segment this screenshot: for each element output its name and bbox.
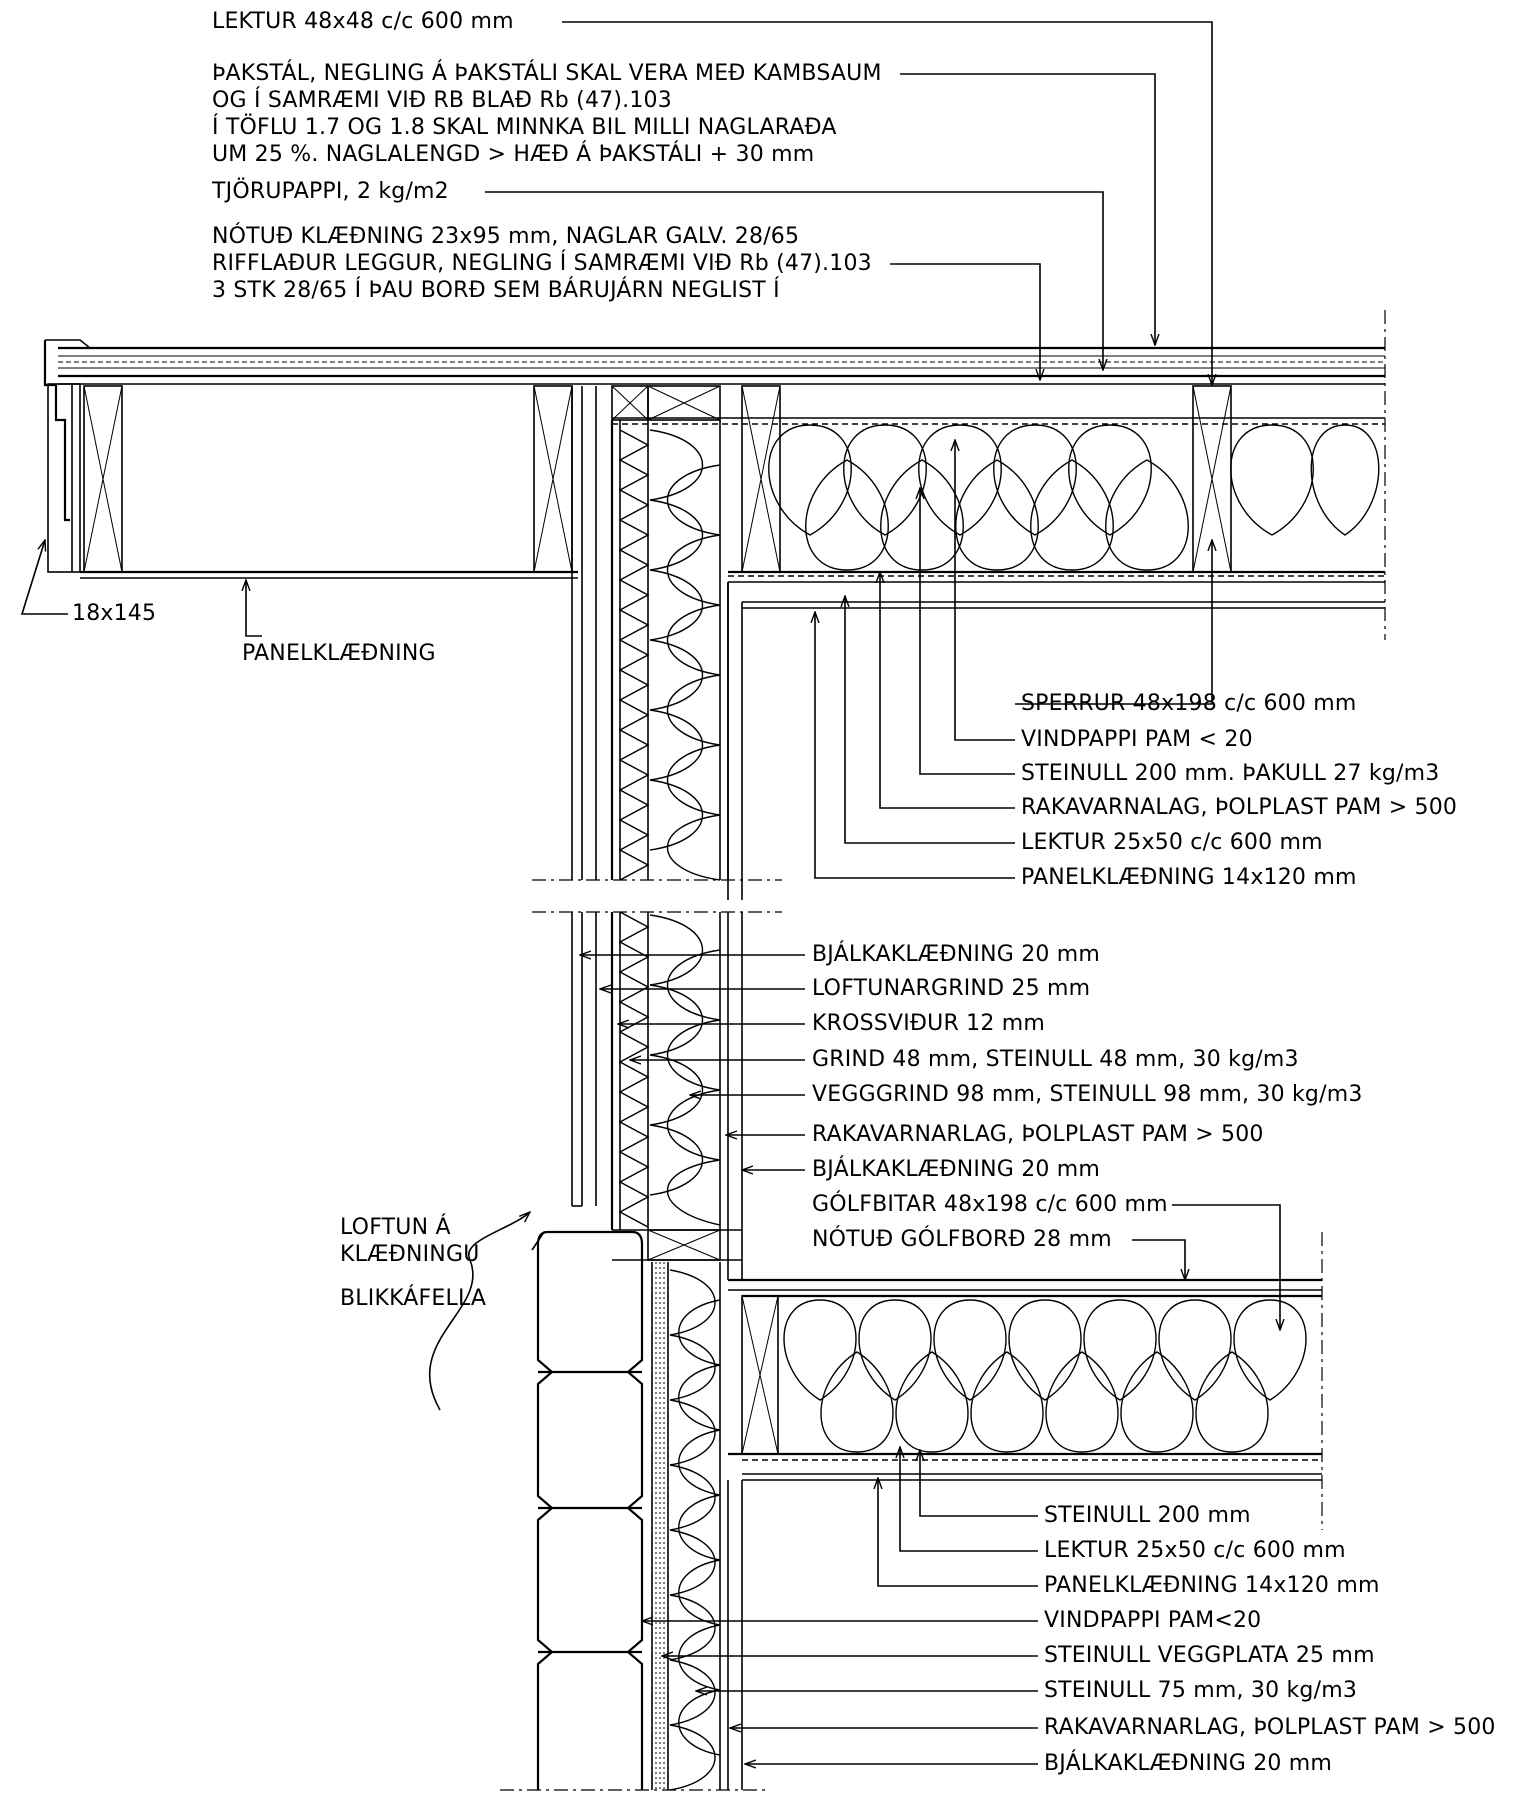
label-tjorupappi: TJÖRUPAPPI, 2 kg/m2	[211, 178, 449, 204]
floor-assembly	[728, 1232, 1323, 1530]
label-wall-7: BJÁLKAKLÆÐNING 20 mm	[812, 1156, 1100, 1182]
leader-golfbitar	[1172, 1204, 1280, 1330]
label-lektur-48x48: LEKTUR 48x48 c/c 600 mm	[212, 9, 514, 34]
roof-insulation	[768, 424, 1380, 571]
leader-base-2	[900, 1447, 1038, 1552]
leader-vindpappi	[955, 440, 1015, 741]
label-base-5: STEINULL VEGGPLATA 25 mm	[1044, 1643, 1375, 1668]
label-wall-6: RAKAVARNARLAG, ÞOLPLAST PAM > 500	[812, 1122, 1264, 1147]
wall-insulation-98	[649, 429, 721, 1226]
leader-base-1	[920, 1450, 1038, 1517]
leader-notud	[890, 263, 1040, 380]
label-base-2: LEKTUR 25x50 c/c 600 mm	[1044, 1538, 1346, 1563]
wall-assembly	[532, 386, 782, 1280]
label-loftun-1: LOFTUN Á	[340, 1214, 451, 1240]
label-golfbitar: GÓLFBITAR 48x198 c/c 600 mm	[812, 1191, 1168, 1217]
label-rakavarnalag: RAKAVARNALAG, ÞOLPLAST PAM > 500	[1021, 795, 1457, 820]
label-base-4: VINDPAPPI PAM<20	[1044, 1608, 1261, 1633]
leader-rakavarnalag	[880, 572, 1015, 809]
leader-steinull-200	[920, 488, 1015, 775]
label-base-6: STEINULL 75 mm, 30 kg/m3	[1044, 1678, 1357, 1703]
label-wall-4: GRIND 48 mm, STEINULL 48 mm, 30 kg/m3	[812, 1047, 1299, 1072]
label-base-3: PANELKLÆÐNING 14x120 mm	[1044, 1573, 1380, 1598]
leader-panel-eave	[246, 580, 262, 637]
label-fascia-18x145: 18x145	[72, 601, 156, 626]
label-notud-golfbord: NÓTUÐ GÓLFBORÐ 28 mm	[812, 1226, 1112, 1252]
label-steinull-200: STEINULL 200 mm. ÞAKULL 27 kg/m3	[1021, 761, 1439, 786]
roof-assembly	[43, 310, 1386, 900]
wall-callouts: BJÁLKAKLÆÐNING 20 mm LOFTUNARGRIND 25 mm…	[812, 941, 1363, 1252]
leader-sperrur	[1015, 540, 1212, 705]
label-panel-eave: PANELKLÆÐNING	[242, 641, 436, 666]
leader-lektur-25	[845, 596, 1015, 844]
floor-insulation	[783, 1299, 1307, 1453]
label-blikkafella: BLIKKÁFELLA	[340, 1285, 486, 1311]
label-thakstal-2: OG Í SAMRÆMI VIÐ RB BLAÐ Rb (47).103	[212, 87, 672, 113]
label-notud-3: 3 STK 28/65 Í ÞAU BORÐ SEM BÁRUJÁRN NEGL…	[212, 277, 780, 303]
label-wall-2: LOFTUNARGRIND 25 mm	[812, 976, 1090, 1001]
label-panel-14x120: PANELKLÆÐNING 14x120 mm	[1021, 865, 1357, 890]
leader-lines	[20, 21, 1280, 1764]
leader-thakstal	[900, 73, 1155, 345]
leader-fascia	[20, 540, 68, 615]
leader-panel-14	[815, 612, 1015, 879]
wall-insulation-48	[618, 429, 650, 881]
leader-loftun	[428, 1212, 530, 1411]
label-vindpappi: VINDPAPPI PAM < 20	[1021, 727, 1253, 752]
label-lektur-25x50: LEKTUR 25x50 c/c 600 mm	[1021, 830, 1323, 855]
left-callouts: LOFTUN Á KLÆÐNINGU BLIKKÁFELLA	[340, 1214, 486, 1311]
label-wall-5: VEGGGRIND 98 mm, STEINULL 98 mm, 30 kg/m…	[812, 1082, 1363, 1107]
label-base-8: BJÁLKAKLÆÐNING 20 mm	[1044, 1750, 1332, 1776]
label-loftun-2: KLÆÐNINGU	[340, 1242, 480, 1267]
label-thakstal-1: ÞAKSTÁL, NEGLING Á ÞAKSTÁLI SKAL VERA ME…	[212, 60, 882, 86]
label-notud-2: RIFFLAÐUR LEGGUR, NEGLING Í SAMRÆMI VIÐ …	[212, 250, 872, 276]
label-wall-3: KROSSVIÐUR 12 mm	[812, 1011, 1045, 1036]
label-base-1: STEINULL 200 mm	[1044, 1503, 1251, 1528]
label-notud-1: NÓTUÐ KLÆÐNING 23x95 mm, NAGLAR GALV. 28…	[212, 223, 799, 249]
leader-lektur-48	[562, 21, 1212, 385]
roof-callouts: LEKTUR 48x48 c/c 600 mm ÞAKSTÁL, NEGLING…	[72, 9, 882, 666]
leader-base-3	[878, 1478, 1038, 1587]
roof-section-callouts: SPERRUR 48x198 c/c 600 mm VINDPAPPI PAM …	[1021, 691, 1457, 890]
leader-tjorupappi	[485, 191, 1103, 370]
label-base-7: RAKAVARNARLAG, ÞOLPLAST PAM > 500	[1044, 1715, 1496, 1740]
base-callouts: STEINULL 200 mm LEKTUR 25x50 c/c 600 mm …	[1044, 1503, 1496, 1776]
label-thakstal-3: Í TÖFLU 1.7 OG 1.8 SKAL MINNKA BIL MILLI…	[212, 114, 837, 140]
label-thakstal-4: UM 25 %. NAGLALENGD > HÆÐ Á ÞAKSTÁLI + 3…	[212, 141, 814, 167]
leader-notud-golfbord	[1132, 1239, 1185, 1280]
foundation-assembly	[500, 1230, 770, 1791]
log-stack	[536, 1230, 644, 1790]
label-wall-1: BJÁLKAKLÆÐNING 20 mm	[812, 941, 1100, 967]
